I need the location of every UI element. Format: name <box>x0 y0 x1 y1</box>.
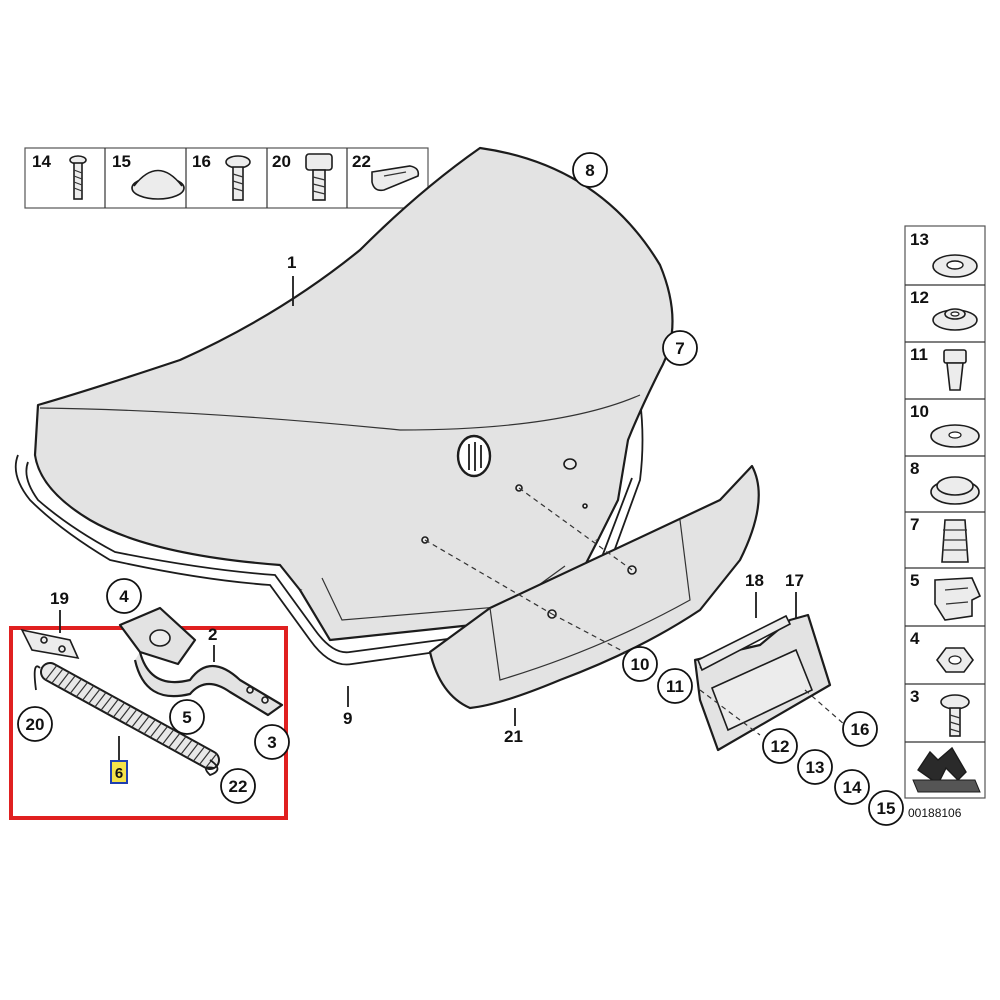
side-cell-label: 10 <box>910 402 929 421</box>
callout-16: 16 <box>842 711 878 747</box>
bolt-icon <box>940 694 970 737</box>
selected-part-marker <box>110 760 128 784</box>
plate-bracket <box>693 613 832 752</box>
callout-number: 11 <box>666 677 684 696</box>
callout-number: 13 <box>806 758 825 777</box>
callout-number: 16 <box>851 720 870 739</box>
guide-line <box>699 689 761 736</box>
callout-5: 5 <box>169 699 205 735</box>
callout-number: 15 <box>877 799 896 818</box>
top-cell-label: 14 <box>32 152 51 171</box>
top-cell-label: 20 <box>272 152 291 171</box>
callout-13: 13 <box>797 749 833 785</box>
callout-number: 10 <box>631 655 650 674</box>
callout-8: 8 <box>572 152 608 188</box>
screw-icon <box>69 155 87 200</box>
callout-7: 7 <box>662 330 698 366</box>
side-cell-label: 12 <box>910 288 929 307</box>
hex-nut-icon <box>936 647 974 673</box>
callout-20: 20 <box>17 706 53 742</box>
diagram-code: 00188106 <box>908 806 962 820</box>
top-parts-table: 14 15 16 20 22 <box>24 147 429 209</box>
flanged-washer-icon <box>932 308 978 331</box>
label-9: 9 <box>343 709 352 728</box>
label-18: 18 <box>745 571 764 590</box>
clip-icon <box>371 165 420 192</box>
callout-22: 22 <box>220 768 256 804</box>
side-cell-label: 3 <box>910 687 919 706</box>
washer-icon <box>932 254 978 278</box>
callout-number: 20 <box>26 715 45 734</box>
flat-washer-icon <box>930 424 980 448</box>
expanding-nut-icon <box>943 349 967 391</box>
rubber-buffer-icon <box>941 519 969 563</box>
guide-line <box>424 539 553 615</box>
callout-number: 22 <box>229 777 248 796</box>
label-2: 2 <box>208 625 217 644</box>
spring-clip-icon <box>934 577 982 621</box>
grommet-cap-icon <box>131 169 185 200</box>
tension-spring <box>33 662 220 777</box>
arrow-icon <box>912 746 981 793</box>
callout-number: 5 <box>182 708 191 727</box>
rubber-plug-icon <box>930 476 980 505</box>
guide-line <box>551 613 631 656</box>
callout-14: 14 <box>834 769 870 805</box>
label-21: 21 <box>504 727 523 746</box>
label-6: 6 <box>115 765 123 782</box>
callout-number: 4 <box>119 587 129 606</box>
screw-icon <box>225 155 251 201</box>
side-cell-label: 13 <box>910 230 929 249</box>
side-cell-label: 5 <box>910 571 919 590</box>
label-1: 1 <box>287 253 296 272</box>
callout-number: 3 <box>267 733 276 752</box>
top-cell-label: 16 <box>192 152 211 171</box>
side-cell-label: 4 <box>910 629 920 648</box>
side-cell-label: 8 <box>910 459 919 478</box>
callout-number: 8 <box>585 161 594 180</box>
trim-panel <box>428 464 760 710</box>
label-17: 17 <box>785 571 804 590</box>
callout-3: 3 <box>254 724 290 760</box>
callout-number: 14 <box>843 778 862 797</box>
top-cell-label: 22 <box>352 152 371 171</box>
callout-12: 12 <box>762 728 798 764</box>
side-cell-label: 11 <box>910 345 928 364</box>
callout-number: 12 <box>771 737 790 756</box>
callout-number: 7 <box>675 339 684 358</box>
callout-4: 4 <box>106 578 142 614</box>
side-cell-label: 7 <box>910 515 919 534</box>
bolt-icon <box>305 153 333 201</box>
label-19: 19 <box>50 589 69 608</box>
side-parts-table: 13 12 11 10 8 7 5 4 3 <box>904 225 986 799</box>
callout-11: 11 <box>657 668 693 704</box>
top-cell-label: 15 <box>112 152 131 171</box>
hinge-assembly <box>20 606 284 717</box>
callout-10: 10 <box>622 646 658 682</box>
callout-15: 15 <box>868 790 904 826</box>
